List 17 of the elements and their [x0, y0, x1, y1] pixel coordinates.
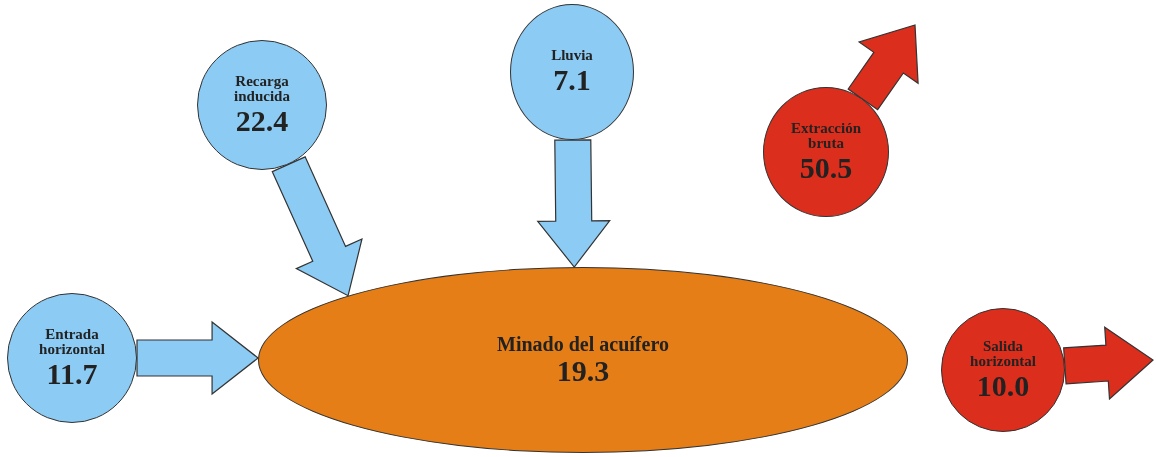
flow-value: 7.1 — [553, 64, 591, 96]
block-arrow — [1063, 325, 1154, 401]
flow-label: Entrada horizontal — [38, 326, 106, 358]
flow-value: 19.3 — [556, 354, 610, 387]
flow-label: Salida horizontal — [969, 338, 1037, 370]
flow-value: 22.4 — [235, 105, 289, 137]
flow-value: 10.0 — [976, 370, 1030, 402]
block-arrow — [136, 320, 260, 396]
flow-label: Minado del acuífero — [497, 333, 669, 355]
flow-label: Recarga inducida — [233, 73, 291, 105]
flow-value: 50.5 — [799, 152, 853, 184]
block-arrow — [847, 24, 919, 111]
flow-label: Lluvia — [551, 48, 593, 65]
flow-value: 11.7 — [46, 358, 98, 390]
block-arrow — [271, 156, 363, 297]
block-arrow — [536, 139, 611, 268]
flow-label: Extracción bruta — [790, 120, 862, 152]
